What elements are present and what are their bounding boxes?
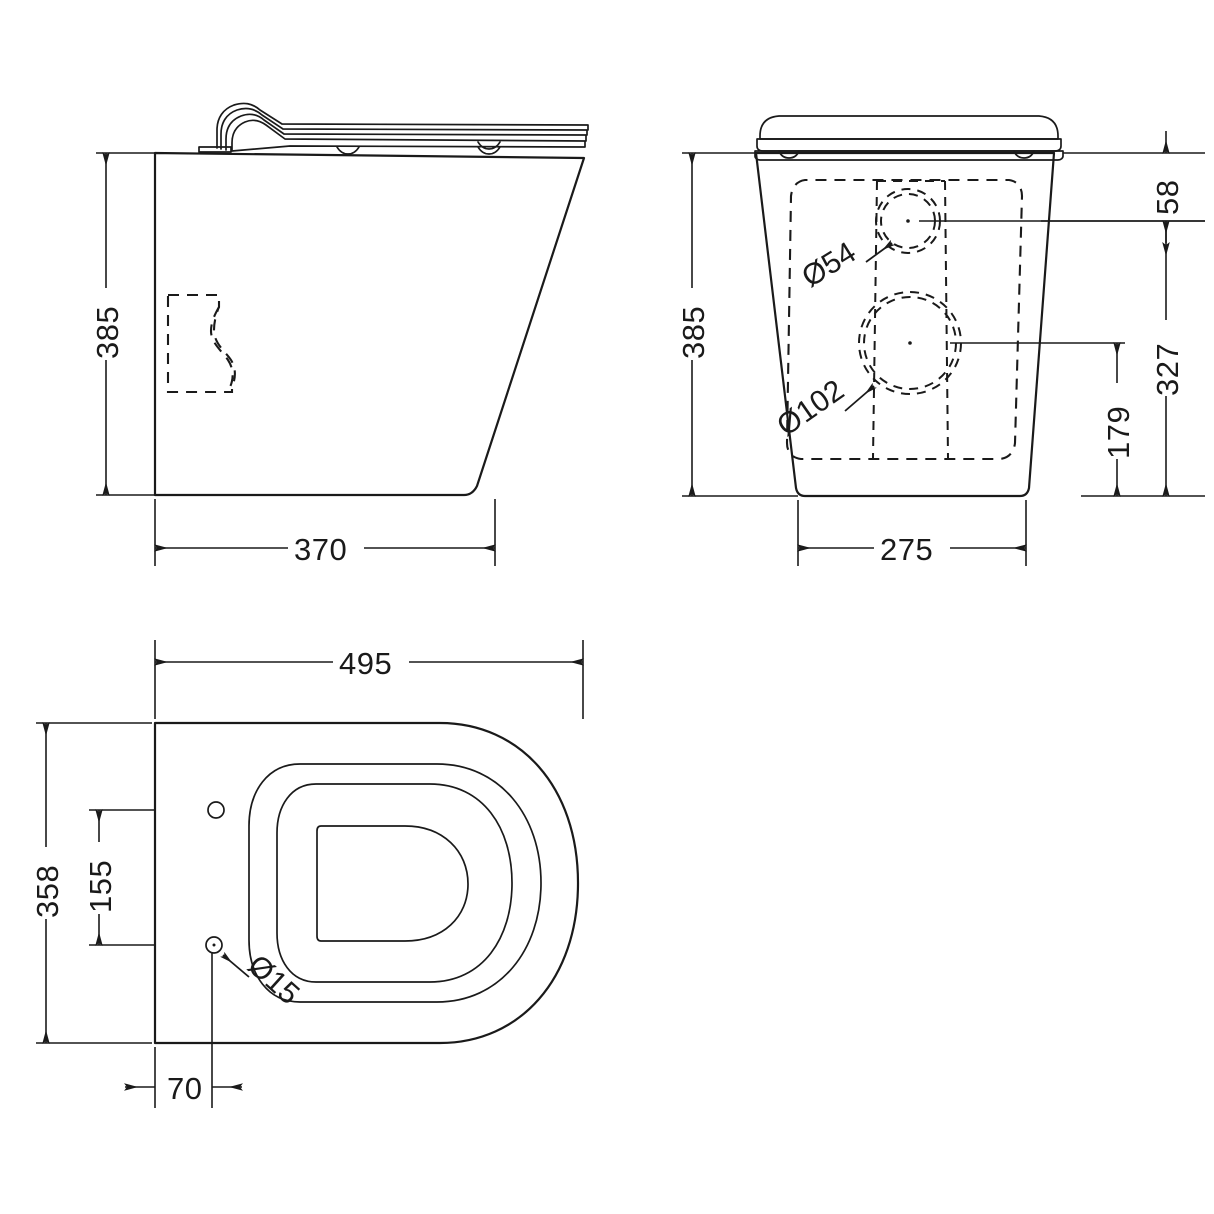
- dim-label-side-height: 385: [90, 306, 125, 359]
- plan-outer-rim: [153, 721, 580, 1045]
- dim-label-plan-70: 70: [167, 1071, 202, 1106]
- dim-side-height: 385: [90, 152, 162, 496]
- dim-back-outlet-height: 327: [919, 220, 1205, 497]
- dim-back-height: 385: [676, 152, 798, 497]
- back-hidden-recess: [785, 178, 1024, 461]
- dim-label-back-height: 385: [676, 306, 711, 359]
- plan-fixing-hole-upper: [207, 801, 225, 819]
- dim-label-plan-155: 155: [83, 860, 118, 913]
- back-pan-body: [754, 151, 1056, 498]
- side-hidden-trap: [166, 293, 236, 394]
- dim-plan-length: 495: [154, 640, 584, 719]
- dim-label-back-outlet: 327: [1150, 343, 1185, 396]
- dim-label-back-inlet: 179: [1101, 406, 1136, 459]
- side-pan-body: [153, 151, 586, 497]
- dim-back-seat-thickness: 58: [1041, 131, 1205, 256]
- dim-label-dia-54: Ø54: [796, 236, 862, 294]
- back-seat-stack: [754, 115, 1064, 161]
- dim-label-plan-width: 358: [30, 865, 65, 918]
- dim-label-back-width: 275: [880, 532, 933, 567]
- plan-seat-outer: [248, 763, 542, 1003]
- plan-bowl-opening: [316, 825, 469, 942]
- dim-label-plan-length: 495: [339, 646, 392, 681]
- dim-plan-fixing-offset: 70: [124, 953, 243, 1108]
- plan-fixing-hole-lower: [205, 936, 223, 954]
- leader-dia-54: Ø54: [796, 236, 895, 294]
- plan-view: Ø15 495 358: [30, 640, 584, 1108]
- leader-dia-102: Ø102: [771, 374, 877, 443]
- dim-plan-width: 358: [30, 722, 152, 1044]
- dim-back-inlet-height: 179: [950, 342, 1136, 497]
- back-elevation-view: Ø54 Ø102 385 58: [676, 115, 1205, 567]
- dim-side-depth: 370: [154, 499, 496, 567]
- side-elevation-view: 385 370: [90, 102, 589, 567]
- dim-label-side-depth: 370: [294, 532, 347, 567]
- plan-seat-inner: [276, 783, 513, 983]
- dim-plan-fixing-centres: 155: [83, 809, 155, 946]
- dim-back-width: 275: [797, 500, 1027, 567]
- dim-label-back-seat: 58: [1150, 180, 1185, 215]
- side-seat-stack: [198, 102, 589, 155]
